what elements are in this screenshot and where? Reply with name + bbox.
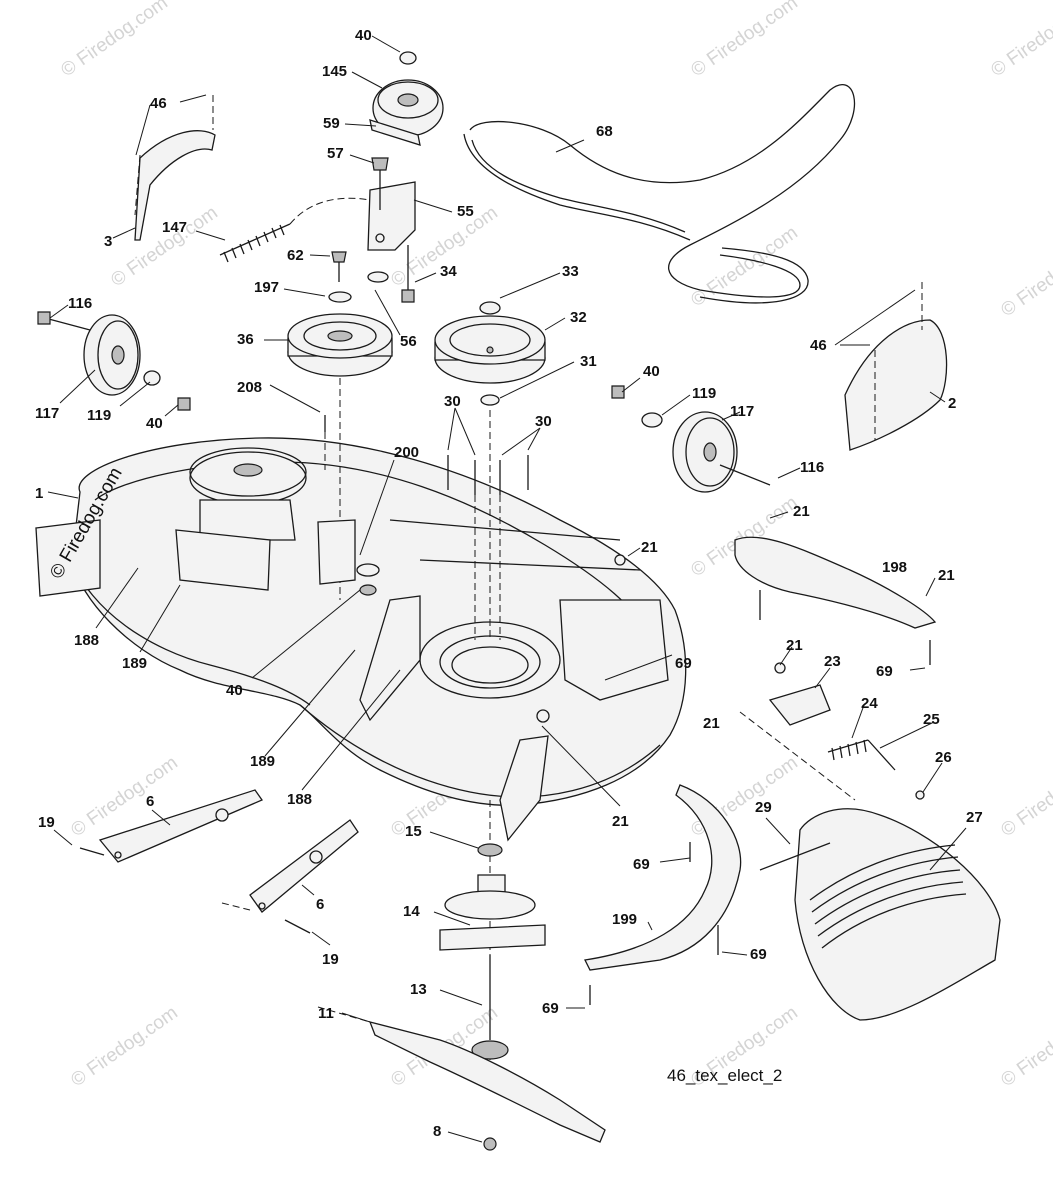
belt-68	[463, 83, 856, 304]
callout-label: 21	[703, 715, 720, 732]
callout-label: 116	[68, 295, 92, 312]
callout-label: 57	[327, 145, 344, 162]
callout-label: 30	[444, 393, 461, 410]
hardware-top	[328, 245, 415, 303]
callout-label: 147	[162, 219, 187, 236]
plate-6-left	[79, 789, 263, 863]
callout-label: 69	[542, 1000, 559, 1017]
callout-label: 55	[457, 203, 474, 220]
callout-label: 117	[35, 405, 59, 422]
callout-label: 14	[403, 903, 420, 920]
guide-dashed-line	[739, 711, 856, 801]
callout-label: 189	[250, 753, 275, 770]
callout-label: 23	[824, 653, 841, 670]
blade-11	[317, 1006, 606, 1143]
callout-label: 59	[323, 115, 340, 132]
callout-label: 117	[730, 403, 754, 420]
belt-guard-3	[134, 95, 216, 241]
callout-label: 197	[254, 279, 279, 296]
callout-label: 69	[633, 856, 650, 873]
callout-label: 189	[122, 655, 147, 672]
callout-label: 145	[322, 63, 347, 80]
callout-label: 69	[876, 663, 893, 680]
callout-label: 3	[104, 233, 112, 250]
bracket-198	[734, 536, 937, 665]
bracket-23	[768, 662, 831, 726]
mower-deck	[35, 437, 687, 842]
callout-label: 208	[237, 379, 262, 396]
idler-arm-55	[367, 157, 416, 251]
callout-label: 11	[318, 1005, 334, 1022]
callout-label: 2	[948, 395, 956, 412]
callout-label: 56	[400, 333, 417, 350]
callout-label: 21	[786, 637, 803, 654]
spring-25	[827, 739, 896, 771]
baffle-199	[584, 784, 742, 1005]
spring-147	[219, 197, 371, 263]
callout-label: 36	[237, 331, 254, 348]
callout-label: 21	[938, 567, 955, 584]
callout-label: 62	[287, 247, 304, 264]
callout-label: 26	[935, 749, 952, 766]
callout-label: 31	[580, 353, 597, 370]
callout-label: 69	[675, 655, 692, 672]
callout-label: 200	[394, 444, 419, 461]
callout-label: 19	[322, 951, 339, 968]
callout-label: 21	[612, 813, 629, 830]
callout-label: 69	[750, 946, 767, 963]
callout-label: 6	[316, 896, 324, 913]
bolts-30	[324, 378, 529, 640]
spindle-assembly	[439, 800, 546, 1151]
callout-label: 24	[861, 695, 878, 712]
callout-label: 21	[793, 503, 810, 520]
callout-label: 1	[35, 485, 43, 502]
callout-label: 199	[612, 911, 637, 928]
bottom-strip	[0, 1184, 1053, 1200]
deck-pulley	[175, 447, 307, 591]
callout-label: 46	[810, 337, 827, 354]
callout-label: 198	[882, 559, 907, 576]
callout-label: 32	[570, 309, 587, 326]
callout-label: 116	[800, 459, 824, 476]
callout-label: 30	[535, 413, 552, 430]
callout-label: 46	[150, 95, 167, 112]
bracket-200	[317, 519, 380, 596]
callout-label: 40	[355, 27, 372, 44]
belt-guard-2	[844, 282, 948, 451]
callout-label: 29	[755, 799, 772, 816]
pulley-32	[434, 301, 546, 406]
callout-label: 13	[410, 981, 427, 998]
callout-label: 6	[146, 793, 154, 810]
idler-pulley-145	[369, 51, 444, 146]
callout-labels: 40 145 46 59 68 57 55 3 147 62 34 33 197…	[35, 27, 983, 1140]
callout-label: 40	[643, 363, 660, 380]
leader-lines	[47, 35, 967, 1143]
callout-label: 188	[74, 632, 99, 649]
callout-label: 8	[433, 1123, 441, 1140]
callout-label: 25	[923, 711, 940, 728]
callout-label: 34	[440, 263, 457, 280]
diagram-caption: 46_tex_elect_2	[667, 1066, 783, 1085]
pulley-36	[287, 313, 393, 377]
discharge-chute-27	[759, 790, 1001, 1021]
callout-label: 188	[287, 791, 312, 808]
callout-label: 40	[146, 415, 163, 432]
gauge-wheel-right	[611, 385, 771, 493]
gauge-wheel-left	[37, 311, 191, 411]
callout-label: 119	[87, 407, 111, 424]
callout-label: 15	[405, 823, 422, 840]
callout-label: 27	[966, 809, 983, 826]
callout-label: 19	[38, 814, 55, 831]
callout-label: 68	[596, 123, 613, 140]
plate-6-right	[221, 819, 359, 934]
callout-label: 33	[562, 263, 579, 280]
callout-label: 40	[226, 682, 243, 699]
callout-label: 119	[692, 385, 716, 402]
callout-label: 21	[641, 539, 658, 556]
